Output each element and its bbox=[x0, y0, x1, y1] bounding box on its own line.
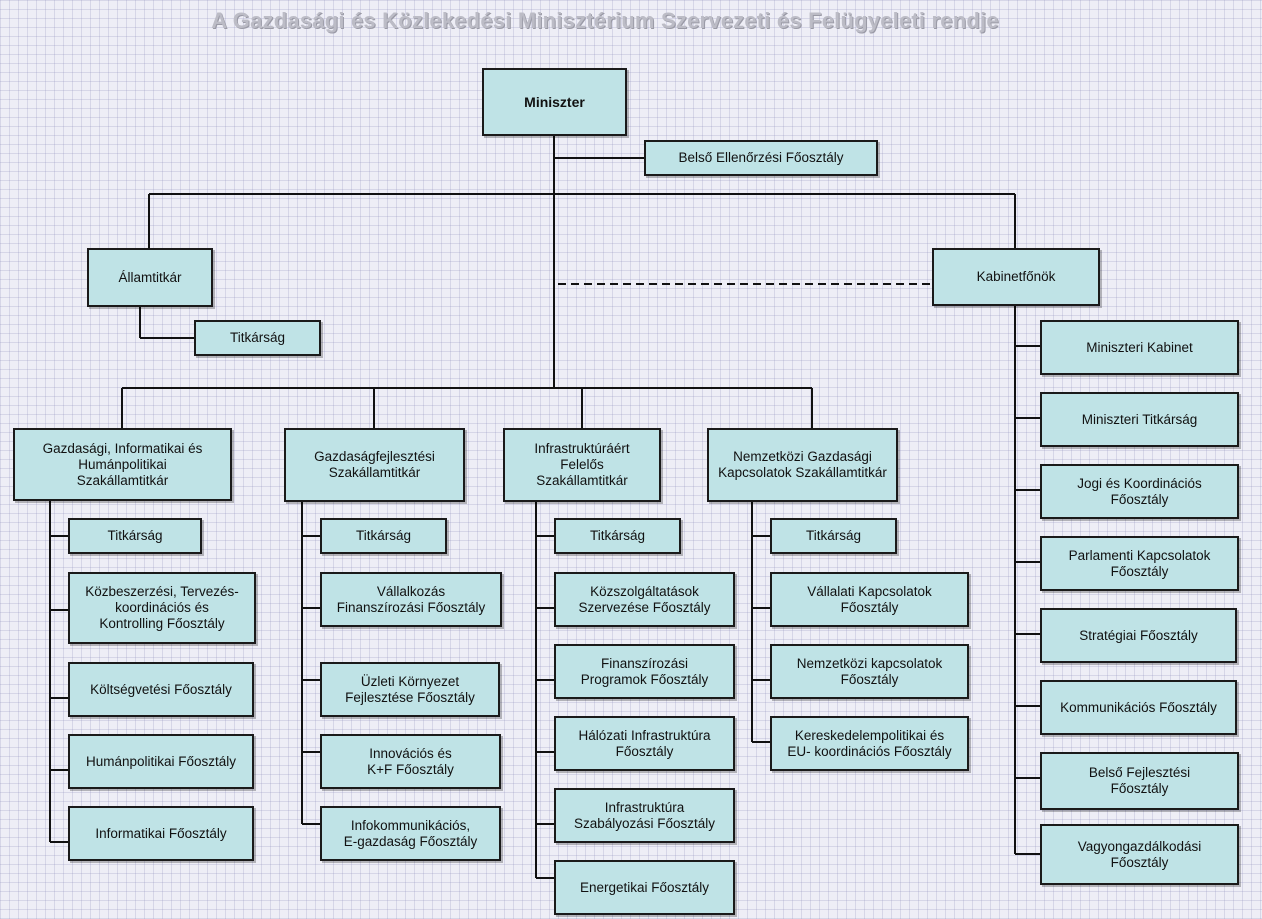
node-gazdasagfejlesztesi-titkarsag: Titkárság bbox=[320, 518, 447, 554]
node-infrastruktura-szakallamtitkar: Infrastruktúráért Felelős Szakállamtitká… bbox=[503, 428, 661, 502]
node-kereskedelempolitikai-foosztaly: Kereskedelempolitikai és EU- koordináció… bbox=[770, 716, 969, 771]
node-vallalati-kapcsolatok-foosztaly: Vállalati Kapcsolatok Főosztály bbox=[770, 572, 969, 627]
node-belso-fejlesztesi-foosztaly: Belső Fejlesztési Főosztály bbox=[1040, 752, 1239, 810]
node-allamtitkar-titkarsag: Titkárság bbox=[194, 320, 321, 356]
node-energetikai-foosztaly: Energetikai Főosztály bbox=[554, 860, 735, 915]
node-informatikai-foosztaly: Informatikai Főosztály bbox=[68, 806, 254, 861]
node-vagyongazdalkodasi-foosztaly: Vagyongazdálkodási Főosztály bbox=[1040, 824, 1239, 885]
node-infokommunikacios-foosztaly: Infokommunikációs, E-gazdaság Főosztály bbox=[320, 806, 501, 861]
node-vallalkozas-finanszirozasi-foosztaly: Vállalkozás Finanszírozási Főosztály bbox=[320, 572, 502, 627]
chart-title: A Gazdasági és Közlekedési Minisztérium … bbox=[211, 8, 999, 33]
node-infrastruktura-titkarsag: Titkárság bbox=[554, 518, 681, 554]
node-kozszolgaltatasok-foosztaly: Közszolgáltatások Szervezése Főosztály bbox=[554, 572, 735, 627]
node-gazdasagi-titkarsag: Titkárság bbox=[68, 518, 202, 554]
node-uzleti-kornyezet-foosztaly: Üzleti Környezet Fejlesztése Főosztály bbox=[320, 662, 500, 717]
node-parlamenti-kapcsolatok-foosztaly: Parlamenti Kapcsolatok Főosztály bbox=[1040, 536, 1239, 591]
node-infrastruktura-szabalyozasi-foosztaly: Infrastruktúra Szabályozási Főosztály bbox=[554, 788, 735, 843]
node-miniszter: Miniszter bbox=[482, 68, 627, 136]
node-gazdasagfejlesztesi-szakallamtitkar: Gazdaságfejlesztési Szakállamtitkár bbox=[284, 428, 465, 502]
node-miniszteri-titkarsag: Miniszteri Titkárság bbox=[1040, 392, 1239, 447]
node-gazdasagi-szakallamtitkar: Gazdasági, Informatikai és Humánpolitika… bbox=[13, 428, 232, 501]
node-strategiai-foosztaly: Stratégiai Főosztály bbox=[1040, 608, 1237, 663]
node-belso-ellenorzesi-foosztaly: Belső Ellenőrzési Főosztály bbox=[644, 140, 878, 176]
node-nemzetkozi-kapcsolatok-foosztaly: Nemzetközi kapcsolatok Főosztály bbox=[770, 644, 969, 699]
node-halozati-infrastruktura-foosztaly: Hálózati Infrastruktúra Főosztály bbox=[554, 716, 735, 771]
node-nemzetkozi-szakallamtitkar: Nemzetközi Gazdasági Kapcsolatok Szakáll… bbox=[707, 428, 898, 502]
node-finanszirozasi-programok-foosztaly: Finanszírozási Programok Főosztály bbox=[554, 644, 735, 699]
node-humanpolitikai-foosztaly: Humánpolitikai Főosztály bbox=[68, 734, 254, 789]
node-kozbeszerzesi-foosztaly: Közbeszerzési, Tervezés- koordinációs és… bbox=[68, 572, 256, 644]
node-allamtitkar: Államtitkár bbox=[87, 248, 213, 307]
node-kommunikacios-foosztaly: Kommunikációs Főosztály bbox=[1040, 680, 1237, 735]
node-innovacios-foosztaly: Innovációs és K+F Főosztály bbox=[320, 734, 501, 789]
node-koltsegvetesi-foosztaly: Költségvetési Főosztály bbox=[68, 662, 254, 717]
node-jogi-koordinacios-foosztaly: Jogi és Koordinációs Főosztály bbox=[1040, 464, 1239, 519]
node-kabinetfonok: Kabinetfőnök bbox=[932, 248, 1100, 306]
node-miniszteri-kabinet: Miniszteri Kabinet bbox=[1040, 320, 1239, 375]
node-nemzetkozi-titkarsag: Titkárság bbox=[770, 518, 897, 554]
